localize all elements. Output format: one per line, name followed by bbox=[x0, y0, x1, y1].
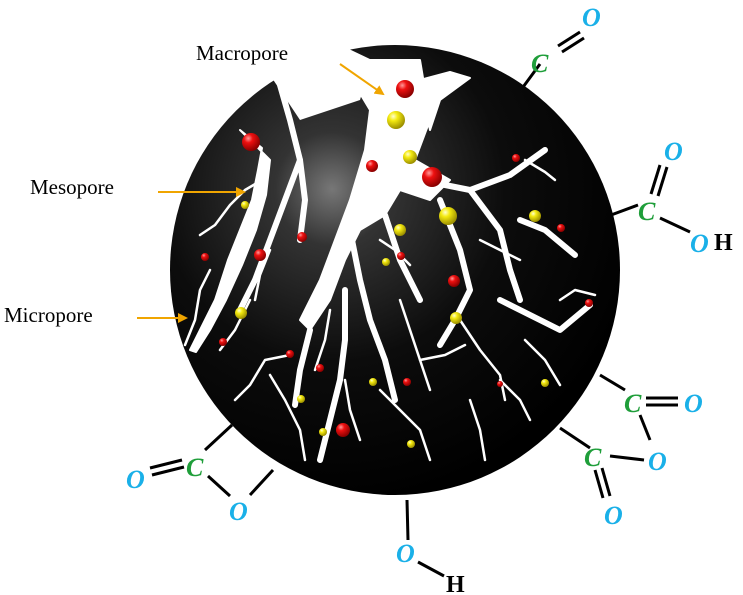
yellow-ball bbox=[387, 111, 405, 129]
red-ball bbox=[396, 80, 414, 98]
hydrogen-atom: H bbox=[446, 572, 465, 595]
red-ball bbox=[366, 160, 378, 172]
macropore-arrow bbox=[339, 63, 385, 96]
yellow-ball bbox=[369, 378, 377, 386]
adsorbate-balls bbox=[201, 80, 593, 448]
mesopore-label: Mesopore bbox=[30, 175, 114, 199]
oxygen-atom: O bbox=[604, 501, 623, 530]
yellow-ball bbox=[241, 201, 249, 209]
yellow-ball bbox=[529, 210, 541, 222]
red-ball bbox=[336, 423, 350, 437]
micropore-label: Micropore bbox=[4, 303, 93, 327]
carbon-atom: C bbox=[531, 49, 549, 78]
oxygen-atom: O bbox=[582, 3, 601, 32]
yellow-ball bbox=[541, 379, 549, 387]
carbon-atom: C bbox=[186, 453, 204, 482]
functional-group-carbonyl: C O bbox=[531, 3, 601, 78]
yellow-ball bbox=[382, 258, 390, 266]
functional-group-lactone-right-upper: C O bbox=[624, 389, 703, 441]
oxygen-atom: O bbox=[229, 497, 248, 526]
yellow-ball bbox=[403, 150, 417, 164]
carbon-atom: C bbox=[584, 443, 602, 472]
functional-group-lactone-left: C O O bbox=[126, 453, 248, 526]
red-ball bbox=[557, 224, 565, 232]
hydrogen-atom: H bbox=[714, 230, 733, 256]
functional-group-hydroxyl: O H bbox=[396, 539, 465, 595]
yellow-ball bbox=[297, 395, 305, 403]
oxygen-atom: O bbox=[648, 447, 667, 476]
yellow-ball bbox=[319, 428, 327, 436]
red-ball bbox=[286, 350, 294, 358]
macropore-label: Macropore bbox=[196, 41, 288, 65]
carbon-atom: C bbox=[624, 389, 642, 418]
red-ball bbox=[448, 275, 460, 287]
oxygen-atom: O bbox=[396, 539, 415, 568]
pore-labels: Macropore Mesopore Micropore bbox=[4, 41, 385, 327]
oxygen-atom: O bbox=[690, 229, 709, 258]
yellow-ball bbox=[439, 207, 457, 225]
red-ball bbox=[201, 253, 209, 261]
red-ball bbox=[242, 133, 260, 151]
yellow-ball bbox=[450, 312, 462, 324]
functional-group-lactone-right-lower: C O O bbox=[584, 443, 667, 530]
red-ball bbox=[512, 154, 520, 162]
yellow-ball bbox=[407, 440, 415, 448]
red-ball bbox=[297, 232, 307, 242]
carbon-atom: C bbox=[638, 197, 656, 226]
oxygen-atom: O bbox=[684, 389, 703, 418]
red-ball bbox=[316, 364, 324, 372]
red-ball bbox=[422, 167, 442, 187]
functional-group-carboxyl: C O O H bbox=[638, 137, 733, 258]
oxygen-atom: O bbox=[126, 465, 145, 494]
red-ball bbox=[397, 252, 405, 260]
oxygen-atom: O bbox=[664, 137, 683, 166]
red-ball bbox=[497, 381, 503, 387]
red-ball bbox=[585, 299, 593, 307]
yellow-ball bbox=[235, 307, 247, 319]
yellow-ball bbox=[394, 224, 406, 236]
red-ball bbox=[254, 249, 266, 261]
red-ball bbox=[403, 378, 411, 386]
red-ball bbox=[219, 338, 227, 346]
